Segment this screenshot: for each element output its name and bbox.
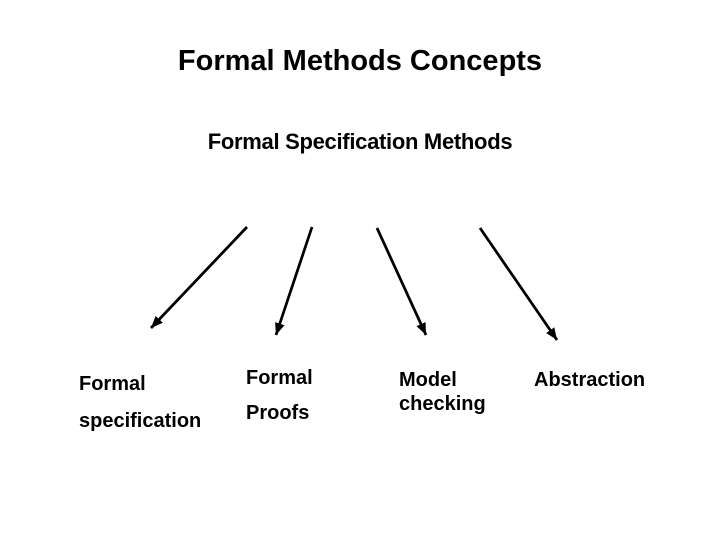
slide-subtitle: Formal Specification Methods: [207, 129, 513, 154]
arrow-1: [150, 226, 248, 329]
branch-formal-proofs: Formal Proofs: [246, 361, 313, 431]
branch-label-line1: Formal: [79, 373, 146, 395]
arrow-4: [478, 227, 559, 341]
arrow-2: [274, 226, 314, 336]
arrow-3: [375, 227, 428, 336]
branch-label-line1: Formal: [246, 367, 313, 389]
branch-label-line1: Model: [399, 369, 457, 391]
branch-label-line2: Proofs: [246, 402, 310, 424]
slide-title: Formal Methods Concepts: [177, 45, 543, 77]
branch-label-line2: specification: [79, 410, 202, 432]
branch-abstraction: Abstraction: [534, 368, 645, 392]
branch-model-checking: Model checking: [399, 368, 486, 416]
branch-formal-specification: Formal specification: [79, 366, 201, 440]
branch-label-line1: Abstraction: [534, 369, 646, 391]
branch-label-line2: checking: [399, 393, 486, 415]
